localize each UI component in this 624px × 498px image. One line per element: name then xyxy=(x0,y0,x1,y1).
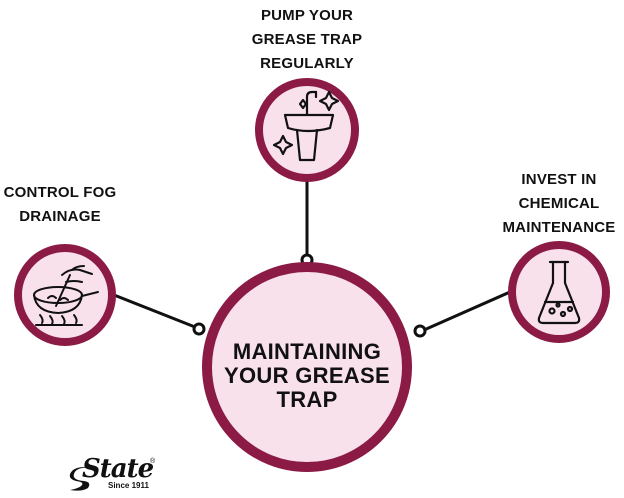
center-title: MAINTAINING YOUR GREASE TRAP xyxy=(224,339,390,412)
connector-right xyxy=(423,290,511,332)
logo-swoosh-icon xyxy=(69,467,94,491)
logo-since: Since 1911 xyxy=(108,481,149,490)
connector-right-dot xyxy=(413,324,427,338)
node-control-fog-label: CONTROL FOG DRAINAGE xyxy=(3,184,117,225)
node-chemical xyxy=(508,241,610,343)
node-control-fog xyxy=(14,244,116,346)
state-logo: State ® Since 1911 xyxy=(68,454,160,492)
connector-left-dot xyxy=(192,322,206,336)
center-circle xyxy=(202,262,412,472)
frying-pan-stir-icon xyxy=(33,265,99,326)
node-pump xyxy=(255,78,359,182)
logo-registered-mark: ® xyxy=(150,458,156,465)
connector-left xyxy=(113,293,196,329)
flask-icon xyxy=(537,260,581,325)
logo-word: State xyxy=(82,454,154,484)
node-pump-label: PUMP YOUR GREASE TRAP REGULARLY xyxy=(251,7,363,72)
sink-sparkle-icon xyxy=(272,90,340,162)
node-chemical-label: INVEST IN CHEMICAL MAINTENANCE xyxy=(502,171,616,236)
